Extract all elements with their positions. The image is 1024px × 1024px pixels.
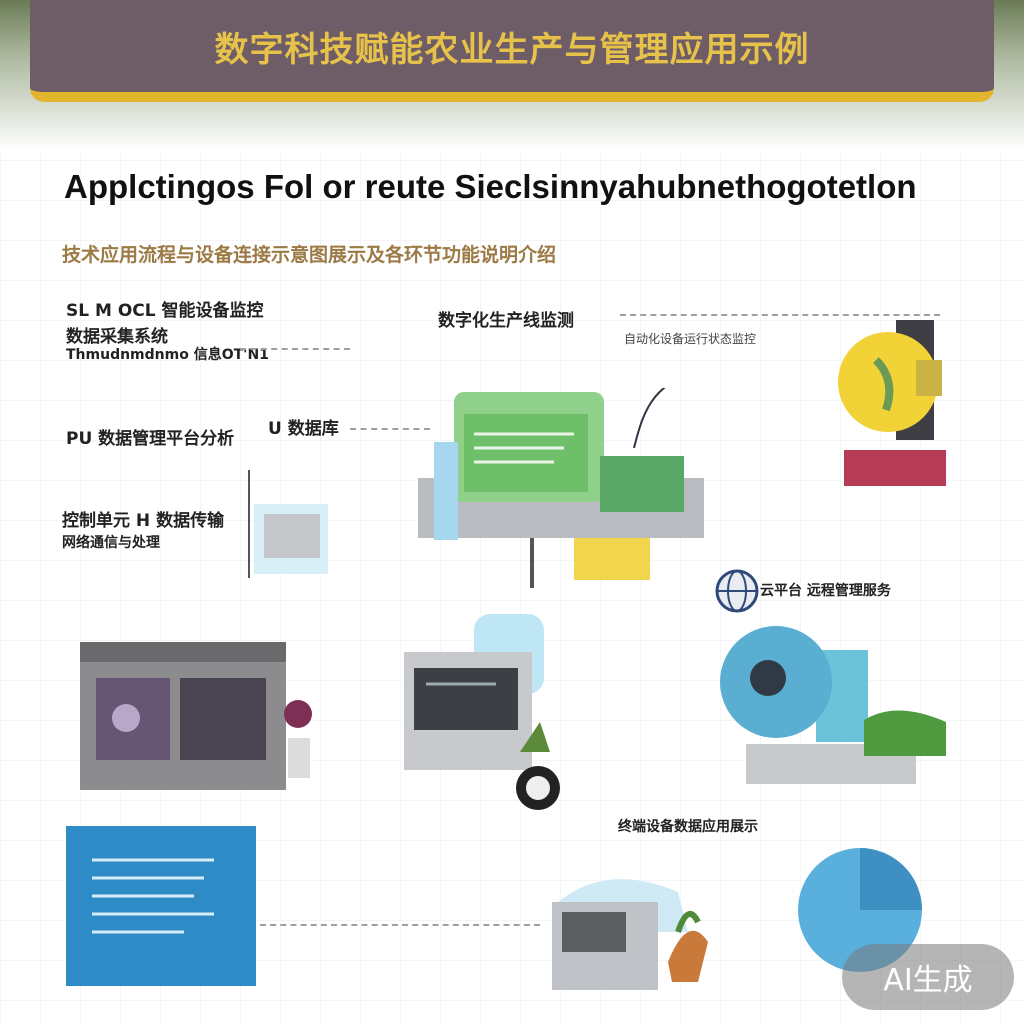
connector-line: [350, 428, 430, 430]
label-lower-center: 终端设备数据应用展示: [618, 819, 758, 835]
connector-line: [260, 924, 540, 926]
connector-line: [620, 314, 940, 316]
document-icon: [66, 826, 256, 986]
document-icon: [254, 504, 328, 574]
label-left-2: 数据采集系统: [66, 327, 168, 347]
globe-icon: [798, 848, 922, 972]
monitor-icon: [80, 642, 312, 790]
label-left-low-1: 控制单元 H 数据传输: [62, 511, 225, 531]
label-top-right-sub: 自动化设备运行状态监控: [624, 332, 757, 346]
plant-icon: [552, 879, 708, 990]
label-left-mid-right: U 数据库: [268, 419, 339, 439]
robot-icon: [838, 320, 946, 486]
gear-icon: [720, 626, 946, 784]
title-banner: 数字科技赋能农业生产与管理应用示例: [30, 0, 994, 102]
label-top-center: 数字化生产线监测: [438, 311, 574, 331]
label-left-3: Thmudnmdnmo 信息OT'N1: [66, 347, 269, 363]
page-title: Applctingos Fol or reute Sieclsinnyahubn…: [64, 168, 917, 205]
label-right-mid: 云平台 远程管理服务: [760, 583, 891, 599]
label-left-1: SL M OCL 智能设备监控: [66, 301, 264, 321]
machine-icon: [418, 388, 704, 588]
connector-line: [248, 470, 250, 578]
ai-generated-badge: AI生成: [842, 944, 1014, 1010]
connector-line: [240, 348, 350, 350]
label-left-low-2: 网络通信与处理: [62, 535, 160, 551]
label-left-mid: PU 数据管理平台分析: [66, 429, 235, 449]
globe-icon: [715, 569, 759, 613]
server-icon: [404, 614, 560, 810]
banner-text: 数字科技赋能农业生产与管理应用示例: [214, 29, 810, 70]
page-subtitle: 技术应用流程与设备连接示意图展示及各环节功能说明介绍: [62, 244, 557, 266]
